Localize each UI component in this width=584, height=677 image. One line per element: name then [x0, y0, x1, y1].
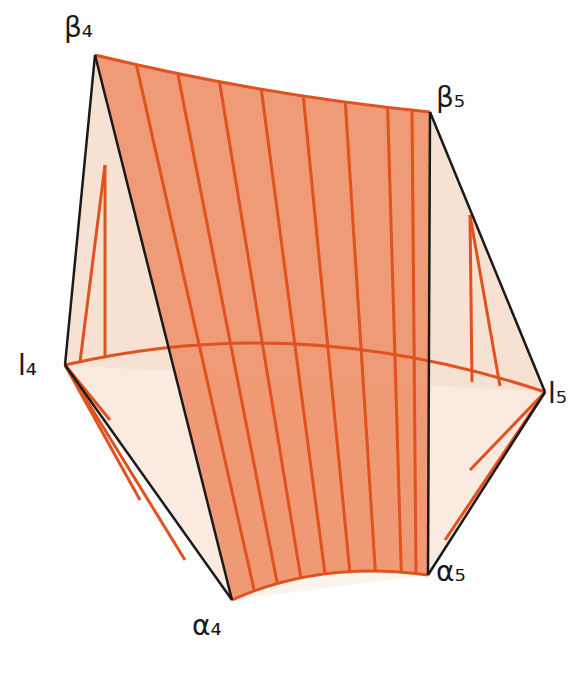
point-label: l₄: [18, 352, 37, 380]
point-label: α₅: [436, 558, 466, 586]
point-label: β₅: [436, 84, 465, 112]
rulings: [95, 55, 430, 600]
ruled-surface: [95, 55, 430, 600]
point-label: l₅: [548, 380, 567, 408]
point-label: α₄: [192, 612, 222, 640]
edges: [65, 55, 545, 600]
point-label: β₄: [64, 14, 93, 42]
